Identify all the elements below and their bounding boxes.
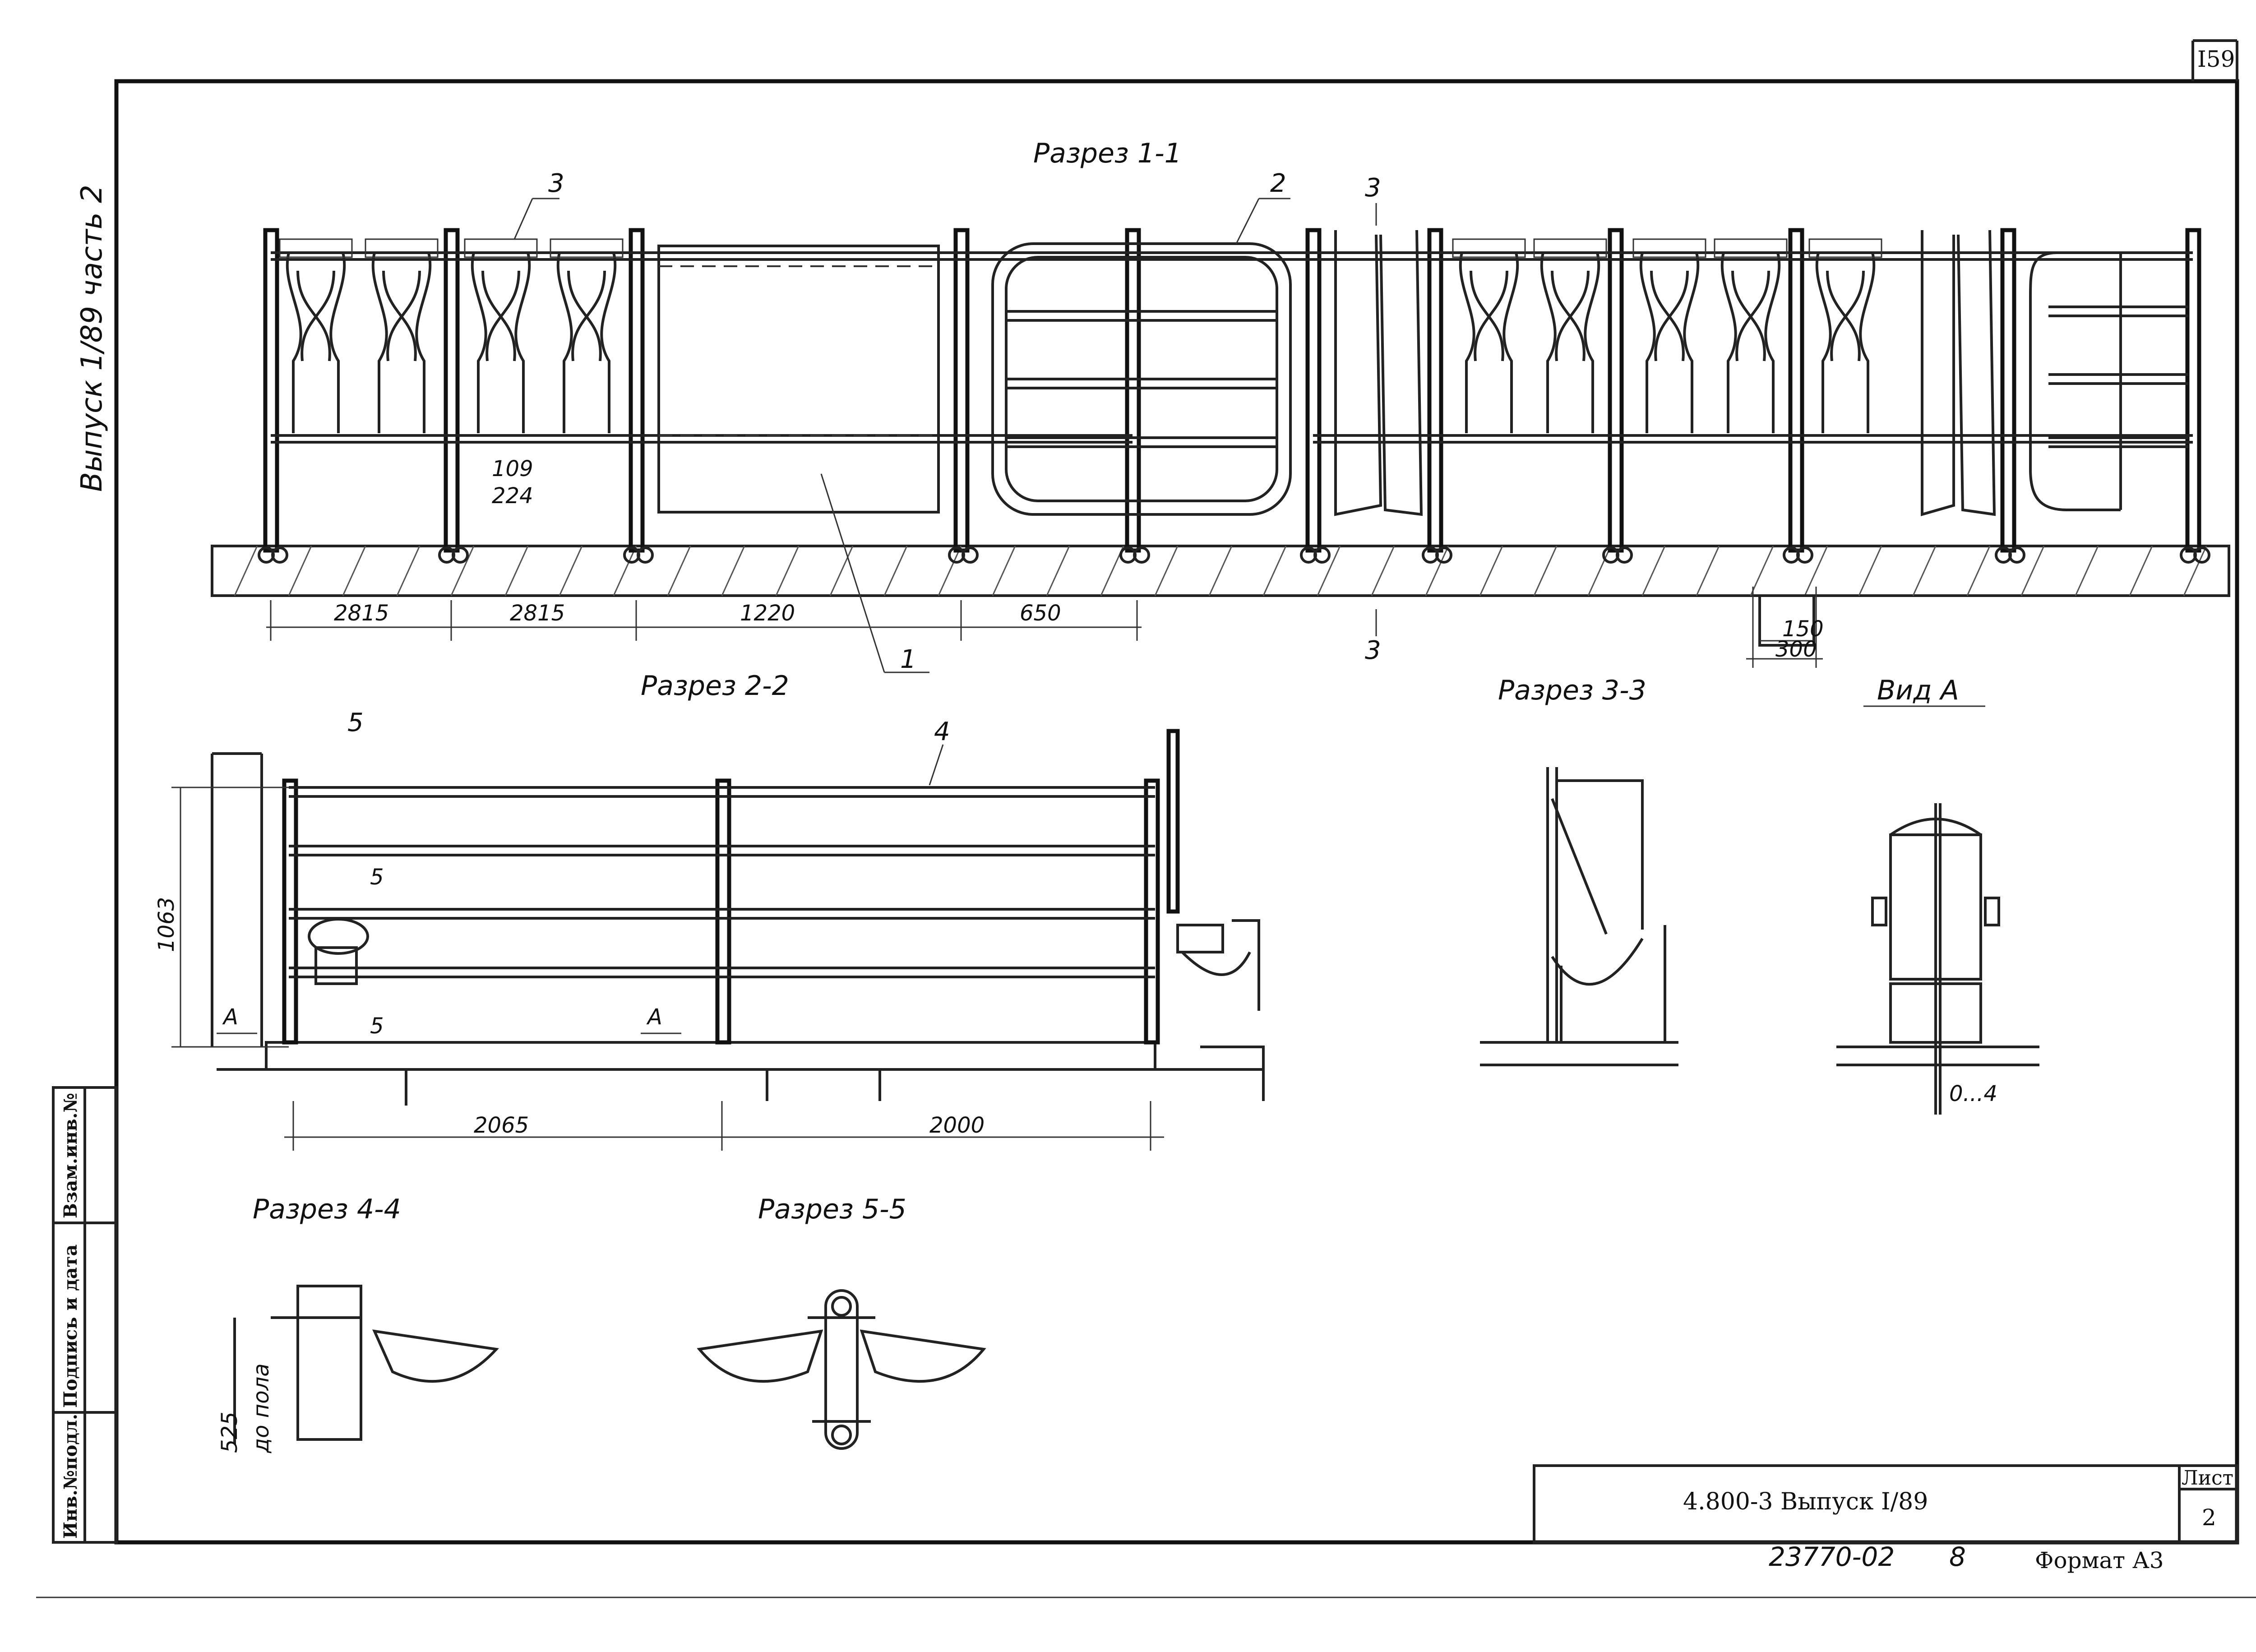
section-5-5-title: Разрез 5-5 — [758, 1194, 906, 1225]
arrow-a-2: А — [646, 1004, 662, 1030]
section-3-3-title: Разрез 3-3 — [1498, 675, 1646, 706]
headlock-stalls — [279, 238, 1882, 433]
dim-2065: 2065 — [474, 1113, 529, 1138]
callout-4: 4 — [934, 717, 950, 746]
floor-note: до пола — [249, 1363, 274, 1453]
section-2-2-wall — [211, 752, 263, 1047]
callout-3: 3 — [548, 169, 564, 198]
section-2-2-dims — [171, 744, 1164, 1151]
view-a-drawing — [1836, 803, 2039, 1115]
title-sheet-label: Лист — [2182, 1467, 2233, 1490]
view-a-title: Вид А — [1877, 675, 1959, 706]
series-label: Выпуск 1/89 часть 2 — [75, 185, 109, 492]
feeder-bowl — [308, 918, 1260, 1011]
dim-1220: 1220 — [740, 601, 795, 626]
panel-1 — [657, 245, 940, 514]
section-1-1-posts — [263, 228, 2201, 553]
gate-2 — [991, 242, 1292, 516]
stamp-replace-inv: Взам.инв.№ — [60, 1093, 81, 1218]
hanging-plates — [1334, 230, 1996, 516]
dim-line-1-1 — [266, 587, 1823, 668]
cut-5-bottom: 5 — [370, 1013, 384, 1039]
section-1-1-floor — [211, 545, 2230, 647]
callout-2: 2 — [1270, 169, 1286, 198]
cut-3-top: 3 — [1365, 173, 1381, 203]
stamp-inv-no: Инв.№подл. — [60, 1414, 81, 1539]
dim-224: 224 — [492, 483, 533, 509]
dim-0-4: 0...4 — [1949, 1081, 1997, 1106]
sheet-frame — [36, 39, 2256, 1598]
title-code: 4.800-3 Выпуск I/89 — [1683, 1488, 1928, 1515]
section-2-2-floor — [217, 1041, 1265, 1106]
section-1-1-title: Разрез 1-1 — [1033, 138, 1182, 169]
archive-suffix: 8 — [1949, 1541, 1966, 1572]
dim-2000: 2000 — [929, 1113, 985, 1138]
archive-number: 23770-02 — [1769, 1541, 1895, 1572]
dim-1063: 1063 — [154, 897, 179, 952]
dim-2815-a: 2815 — [334, 601, 389, 626]
gate-2b — [2029, 251, 2188, 511]
section-5-5-drawing — [697, 1289, 986, 1450]
post-feet — [258, 546, 2210, 564]
side-stamp — [52, 1086, 118, 1544]
cut-3-bottom: 3 — [1365, 636, 1381, 665]
section-2-2-rails — [289, 786, 1155, 978]
dim-2815-b: 2815 — [510, 601, 565, 626]
dim-150: 150 — [1782, 616, 1824, 642]
callout-leaders-1-1 — [513, 198, 1377, 673]
section-3-3-drawing — [1480, 767, 1678, 1066]
stamp-signature: Подпись и дата — [60, 1245, 81, 1408]
section-4-4-drawing — [233, 1285, 499, 1444]
page-number: I59 — [2197, 46, 2235, 72]
section-2-2-title: Разрез 2-2 — [641, 670, 789, 702]
dim-650: 650 — [1020, 601, 1061, 626]
dim-525: 525 — [217, 1411, 242, 1453]
section-4-4-title: Разрез 4-4 — [253, 1194, 401, 1225]
format-label: Формат А3 — [2035, 1547, 2164, 1573]
arrow-a-1: А — [222, 1004, 238, 1030]
title-block — [1533, 1464, 2238, 1544]
cut-5-top: 5 — [370, 865, 384, 890]
title-sheet-number: 2 — [2202, 1504, 2216, 1531]
callout-5: 5 — [347, 708, 364, 737]
dim-300: 300 — [1775, 637, 1817, 662]
dim-109: 109 — [492, 456, 533, 481]
callout-1: 1 — [900, 645, 916, 674]
section-2-2-posts — [282, 729, 1180, 1045]
